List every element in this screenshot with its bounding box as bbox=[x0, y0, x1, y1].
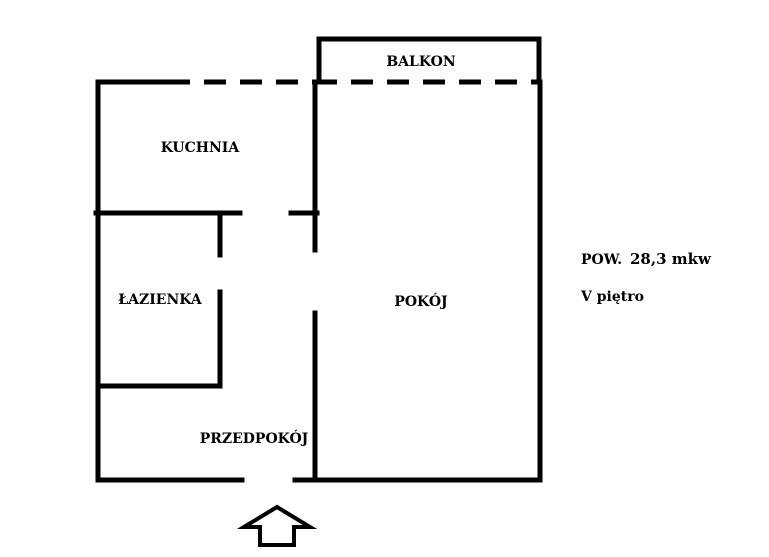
area-value: 28,3 mkw bbox=[630, 250, 712, 268]
room-label-balkon: BALKON bbox=[386, 54, 456, 70]
entrance-arrow-icon bbox=[236, 504, 318, 547]
walls bbox=[93, 36, 543, 483]
area-label: POW. bbox=[581, 252, 622, 268]
room-label-pokoj: POKÓJ bbox=[394, 292, 448, 310]
floor-info: V piętro bbox=[580, 289, 644, 305]
room-label-kuchnia: KUCHNIA bbox=[161, 140, 241, 156]
room-label-przedpokoj: PRZEDPOKÓJ bbox=[200, 429, 309, 447]
room-label-lazienka: ŁAZIENKA bbox=[118, 292, 203, 308]
